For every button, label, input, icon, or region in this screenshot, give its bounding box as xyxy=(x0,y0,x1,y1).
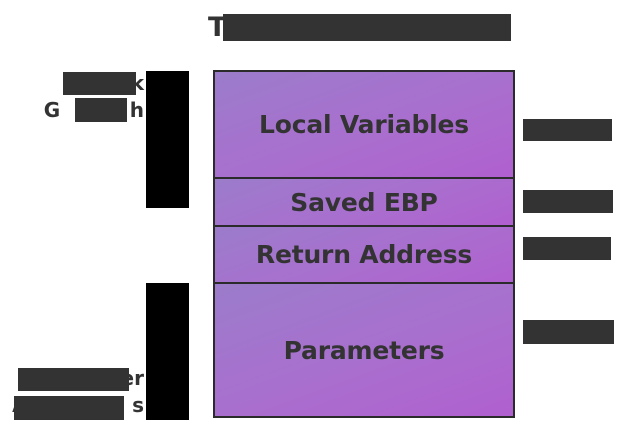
stack-cell-local-variables: Local Variables xyxy=(215,72,513,179)
stack-growth-redaction-line2 xyxy=(75,98,127,122)
right-annotation-0 xyxy=(523,119,612,141)
higher-addresses-arrow-bar xyxy=(146,283,189,420)
stack-cell-parameters: Parameters xyxy=(215,284,513,416)
stack-growth-redaction-line1 xyxy=(63,72,136,95)
higher-addresses-redaction-line2 xyxy=(14,396,124,420)
stack-frame-diagram: Local Variables Saved EBP Return Address… xyxy=(213,70,515,418)
right-annotation-3 xyxy=(523,320,614,344)
right-annotation-1 xyxy=(523,190,613,213)
title-redaction-bar xyxy=(223,14,511,41)
stack-growth-arrow-bar xyxy=(146,71,189,208)
higher-addresses-redaction-line1 xyxy=(18,368,129,391)
right-annotation-2 xyxy=(523,237,611,260)
stack-cell-return-address: Return Address xyxy=(215,227,513,284)
stack-cell-saved-ebp: Saved EBP xyxy=(215,179,513,227)
